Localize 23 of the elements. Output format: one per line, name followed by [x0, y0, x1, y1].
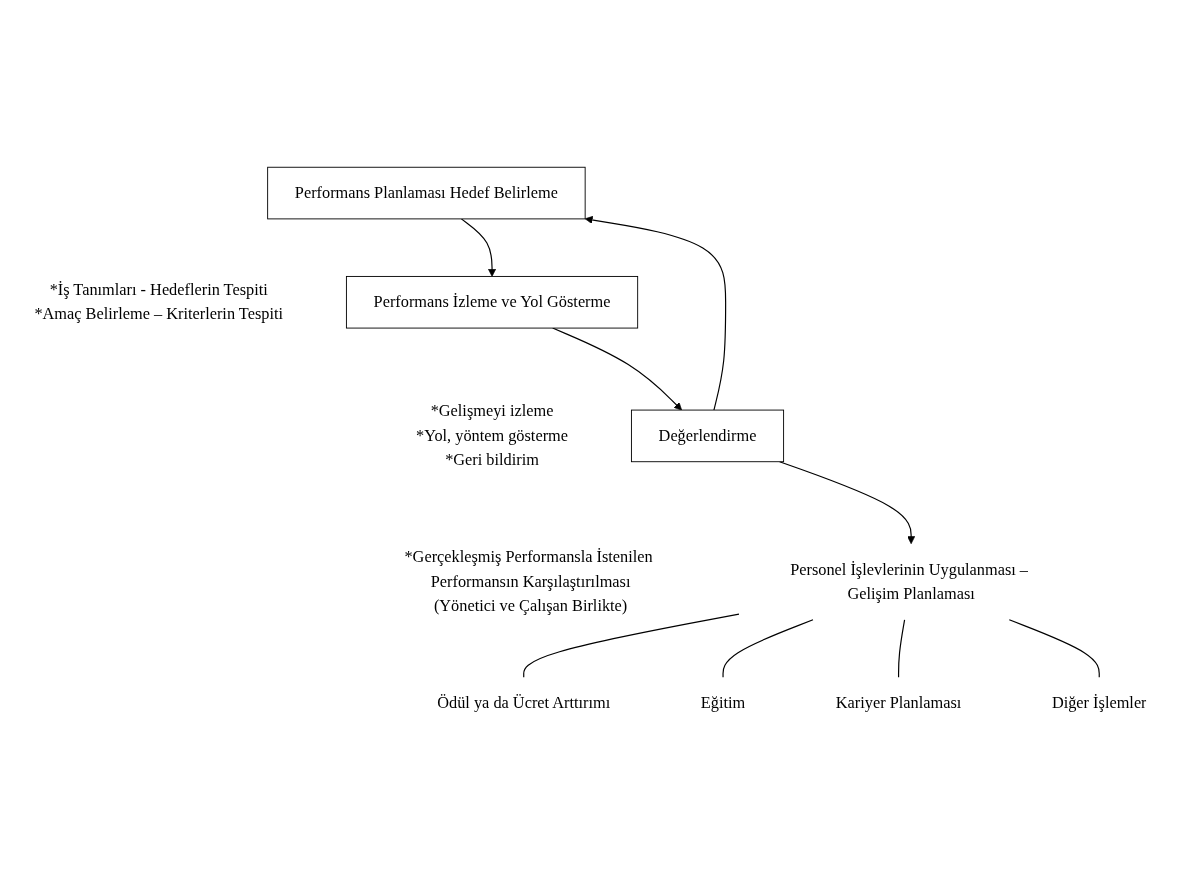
node-text: Ödül ya da Ücret Arttırımı: [437, 693, 611, 712]
arrow: [584, 215, 727, 411]
arrow: [460, 218, 497, 277]
arrow: [552, 327, 682, 411]
node-text: Eğitim: [700, 693, 746, 712]
node-text: Personel İşlevlerinin Uygulanması – Gelişim Planlaması: [790, 559, 1028, 603]
connector: [722, 619, 814, 678]
node-label: *Gerçekleşmiş Performansla İstenilen Performansın Karşılaştırılması: [404, 547, 653, 591]
node-text: Diğer İşlemler: [1051, 693, 1147, 712]
node-box: Değerlendirme: [630, 409, 785, 463]
connector: [898, 619, 906, 678]
node-label: *Geri bildirim: [445, 450, 539, 469]
connector: [1008, 619, 1100, 678]
node-text: Kariyer Planlaması: [835, 693, 962, 712]
node-box: Performans Planlaması Hedef Belirleme: [267, 166, 586, 220]
node-label: *İş Tanımları - Hedeflerin Tespiti: [49, 280, 268, 299]
arrow: [779, 461, 916, 544]
node-label: *Yol, yöntem gösterme: [416, 426, 568, 445]
node-label: *Amaç Belirleme – Kriterlerin Tespiti: [34, 304, 283, 323]
connector: [523, 613, 740, 678]
node-box: Performans İzleme ve Yol Gösterme: [345, 275, 639, 329]
node-label: *Gelişmeyi izleme: [430, 401, 554, 420]
node-label: (Yönetici ve Çalışan Birlikte): [433, 596, 628, 615]
